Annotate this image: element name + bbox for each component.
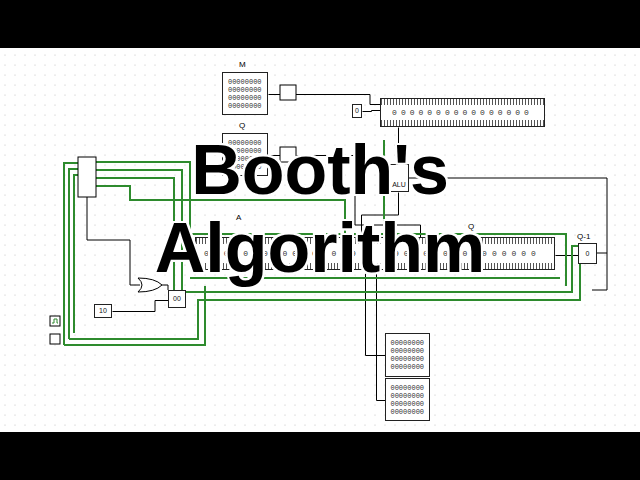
wire — [597, 253, 607, 254]
flip-flop: Q-10 — [578, 243, 597, 264]
bus-wire — [69, 169, 78, 339]
splitter — [280, 85, 296, 100]
constant: 0 — [352, 104, 362, 118]
counter-register: 00 — [168, 290, 186, 308]
wire — [87, 197, 140, 285]
clock-wave — [52, 319, 58, 323]
value-text: 00000000 00000000 00000000 00000000 — [390, 339, 424, 371]
component-label: M — [239, 60, 246, 69]
value-text: 0 — [355, 107, 359, 115]
value-text: 0 — [586, 250, 590, 258]
component-label: Q-1 — [577, 232, 590, 241]
value-text: 0000000000000000 — [392, 108, 533, 117]
letterbox-bar — [0, 0, 640, 48]
ground — [0, 48, 640, 432]
control-unit — [78, 157, 96, 197]
title: Booth's Algorithm — [140, 131, 500, 287]
value-text: 10 — [99, 307, 107, 315]
wire — [363, 111, 381, 112]
output-display: 00000000 00000000 00000000 00000000 — [385, 378, 430, 421]
bus-wire — [64, 286, 205, 345]
wire — [113, 301, 169, 312]
component-label: Q — [239, 121, 245, 130]
bus-wire — [64, 163, 78, 345]
bus-wire — [74, 175, 78, 333]
output-display: 00000000 00000000 00000000 00000000 — [385, 333, 430, 377]
register: 0000000000000000 — [380, 98, 545, 127]
constant: 10 — [94, 304, 112, 318]
letterbox-bar — [0, 432, 640, 480]
value-text: 00000000 00000000 00000000 00000000 — [390, 384, 424, 416]
value-text: 00000000 00000000 00000000 00000000 — [228, 78, 262, 110]
reset-button — [50, 334, 60, 344]
input-pin: M00000000 00000000 00000000 00000000 — [222, 72, 268, 115]
clock-symbol — [50, 316, 60, 326]
dot-grid — [0, 48, 640, 432]
value-text: 00 — [173, 295, 181, 303]
